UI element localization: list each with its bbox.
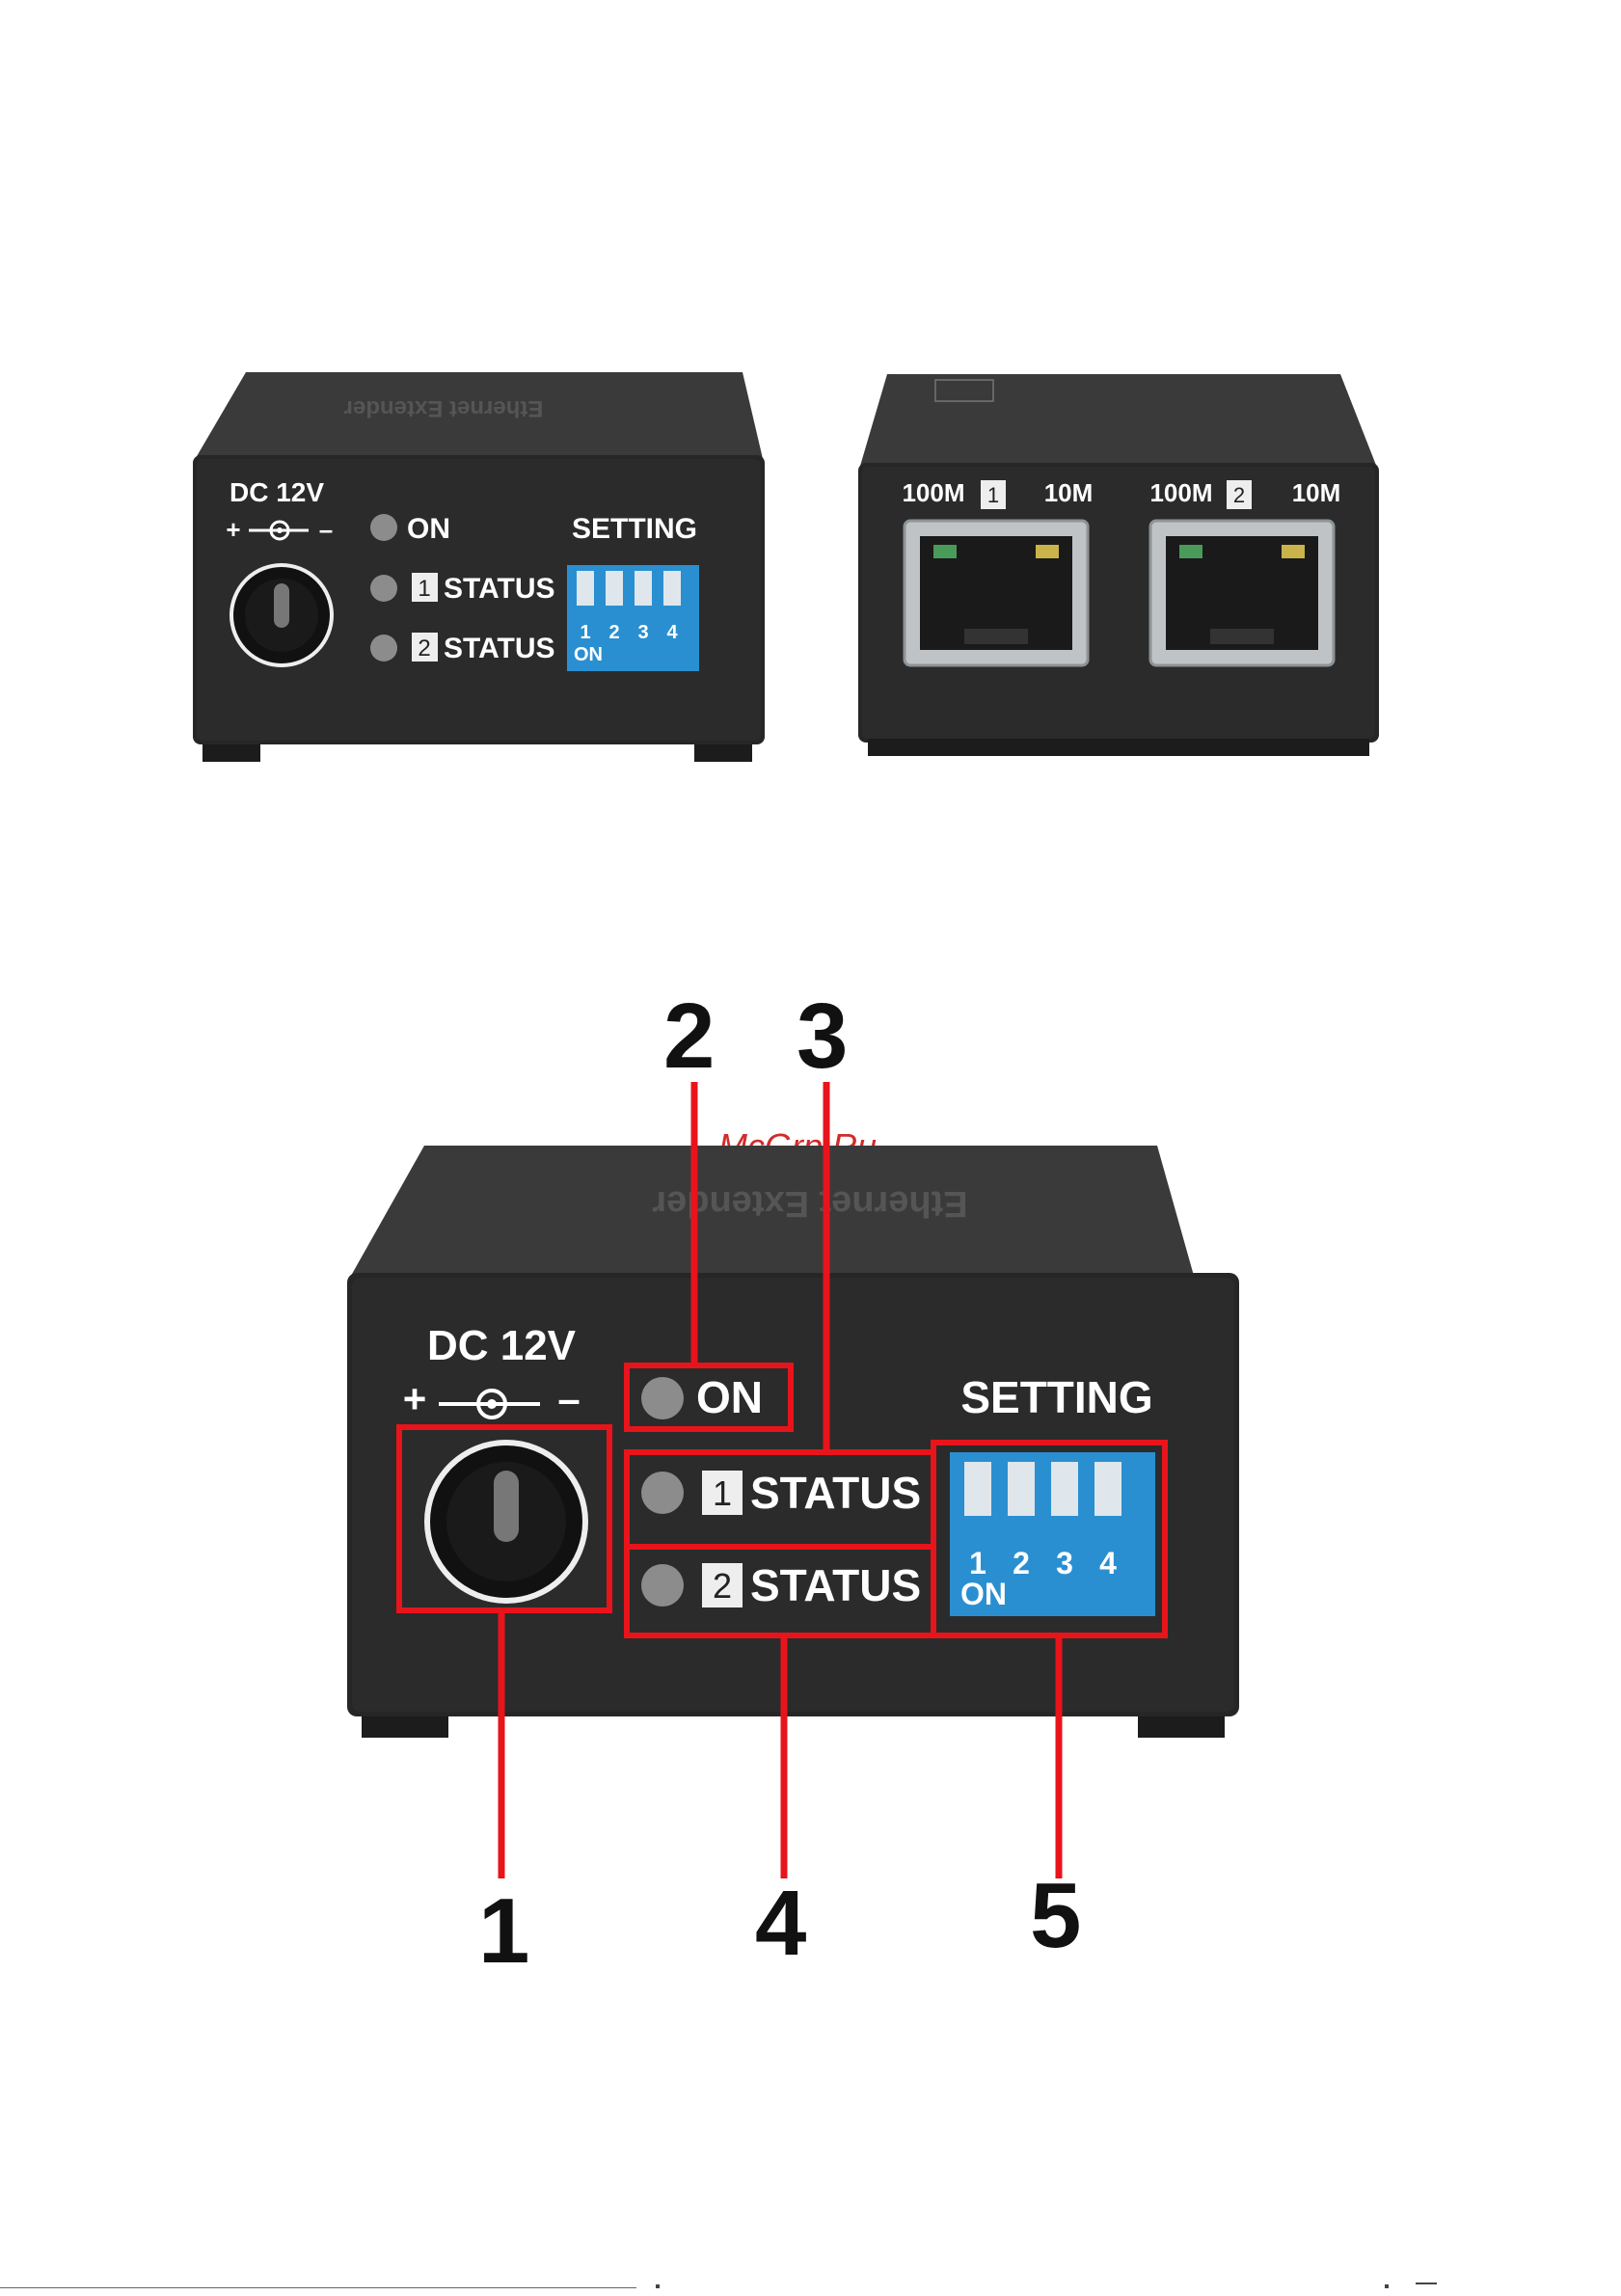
callout-number-1: 1: [478, 1878, 529, 1985]
footer-mark: [1416, 2282, 1437, 2290]
footer-mark: [656, 2284, 660, 2288]
footer-mark: [1385, 2284, 1389, 2288]
callout-number-4: 4: [755, 1871, 806, 1977]
callout-number-2: 2: [663, 984, 715, 1090]
callout-number-3: 3: [797, 984, 848, 1090]
footer-rule: [0, 2287, 636, 2288]
callout-number-5: 5: [1030, 1863, 1081, 1969]
